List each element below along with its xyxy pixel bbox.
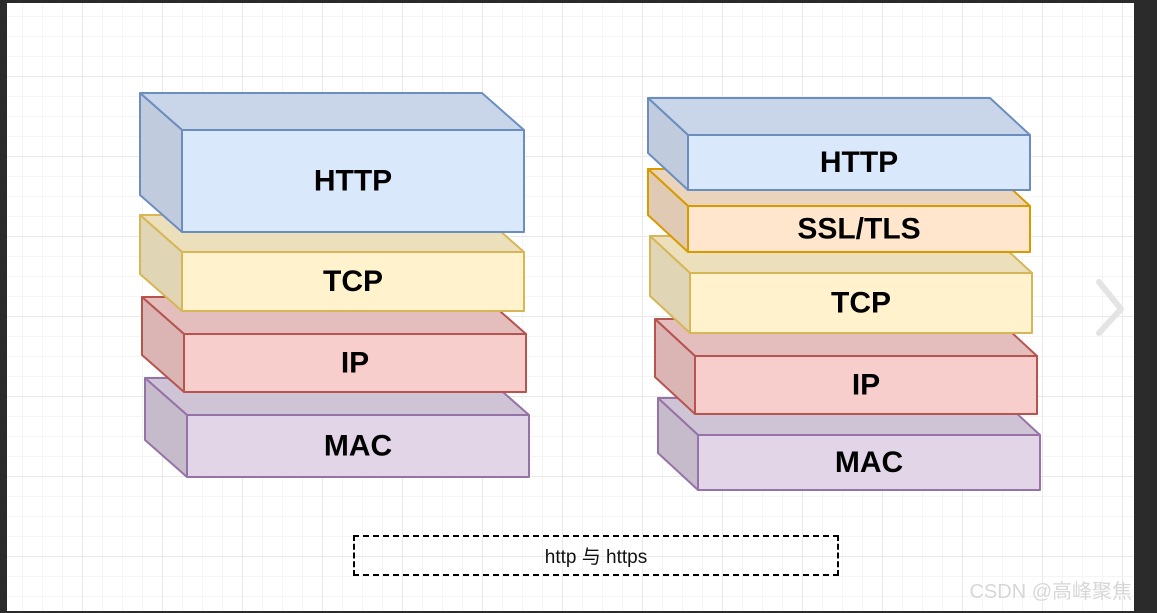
stack-https-stack: MAC IP TCP SSL/TLS HTTP (647, 97, 1041, 491)
diagram-canvas: MAC IP TCP HTTP MAC IP TCP SSL/TLS HTTP http 与 h… (7, 3, 1134, 611)
box-front-face (687, 134, 1031, 191)
layer-label: HTTP (820, 146, 898, 179)
box-front-face (183, 333, 527, 393)
box-front-face (689, 272, 1033, 334)
caption-text: http 与 https (544, 547, 648, 568)
layer-label: IP (852, 369, 880, 402)
stack-http-stack: MAC IP TCP HTTP (139, 92, 530, 478)
layer-label: HTTP (314, 165, 392, 198)
box-top-face (139, 92, 525, 131)
box-front-face (186, 414, 530, 478)
protocol-stacks-diagram: MAC IP TCP HTTP MAC IP TCP SSL/TLS HTTP (139, 92, 1041, 491)
caption-box: http 与 https (353, 535, 839, 576)
layer-box-http: HTTP (647, 97, 1031, 191)
box-top-face (647, 97, 1031, 136)
layer-box-http: HTTP (139, 92, 525, 233)
layer-label: SSL/TLS (797, 213, 920, 246)
box-front-face (697, 434, 1041, 491)
layer-label: IP (341, 347, 369, 380)
layer-label: MAC (324, 430, 392, 463)
chevron-right-icon (1096, 279, 1124, 336)
box-front-face (687, 205, 1031, 253)
box-front-face (181, 129, 525, 233)
box-front-face (694, 355, 1038, 415)
layer-label: TCP (323, 265, 383, 298)
box-front-face (181, 251, 525, 312)
carousel-next-button[interactable] (1089, 273, 1133, 339)
watermark: CSDN @高峰聚焦 (969, 581, 1132, 603)
layer-label: MAC (835, 446, 903, 479)
layer-label: TCP (831, 287, 891, 320)
